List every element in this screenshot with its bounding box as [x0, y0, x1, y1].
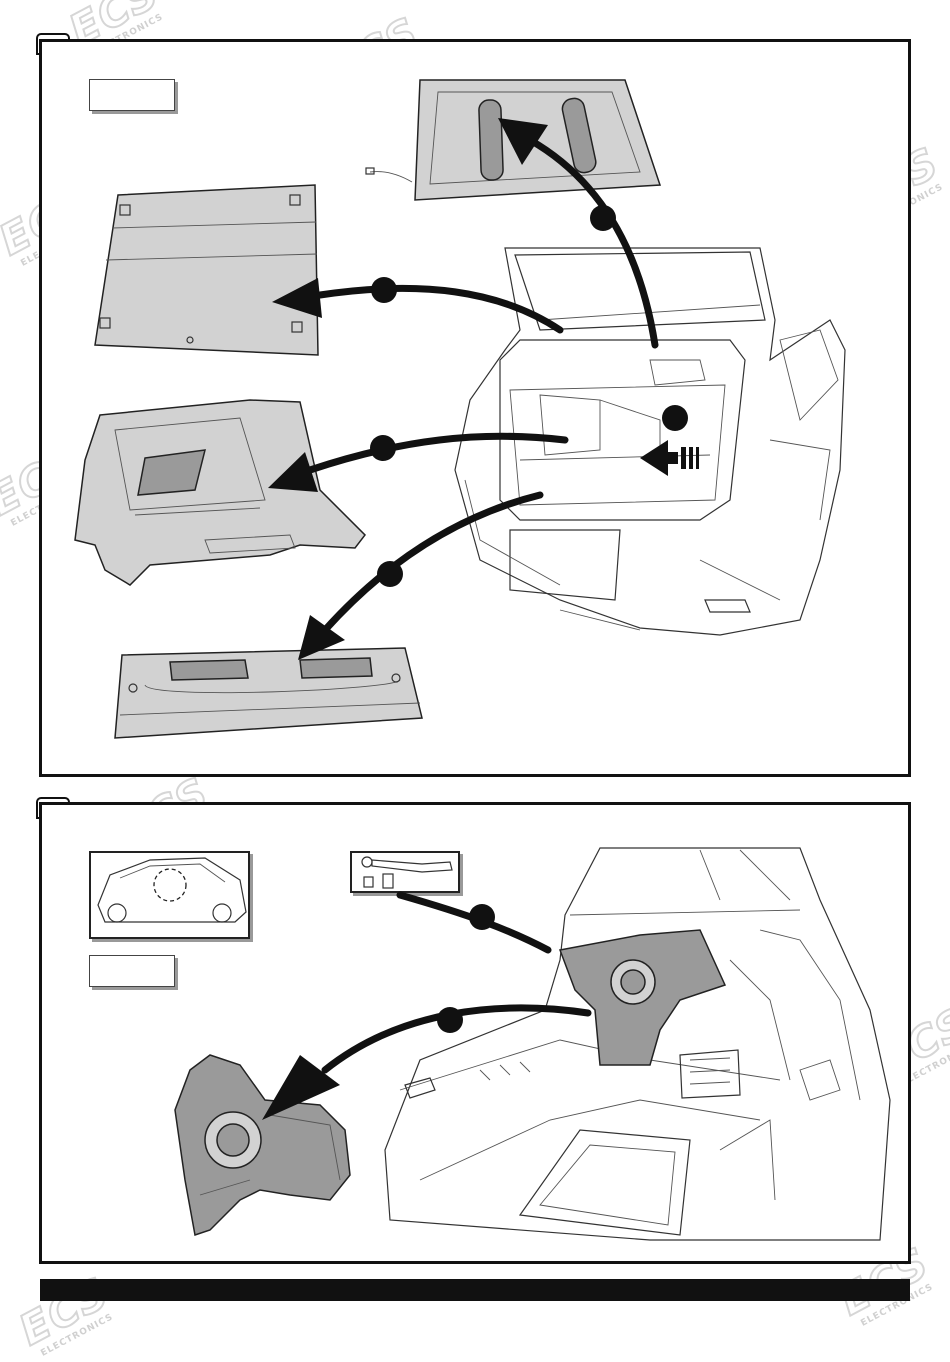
- step-panel-upper: [39, 39, 911, 777]
- step-label-box-lower: [89, 955, 175, 987]
- car-thumbnail-box: [89, 851, 250, 939]
- step-label-box-upper: [89, 79, 175, 111]
- footer-bar: [40, 1279, 910, 1301]
- tool-box: [350, 851, 460, 893]
